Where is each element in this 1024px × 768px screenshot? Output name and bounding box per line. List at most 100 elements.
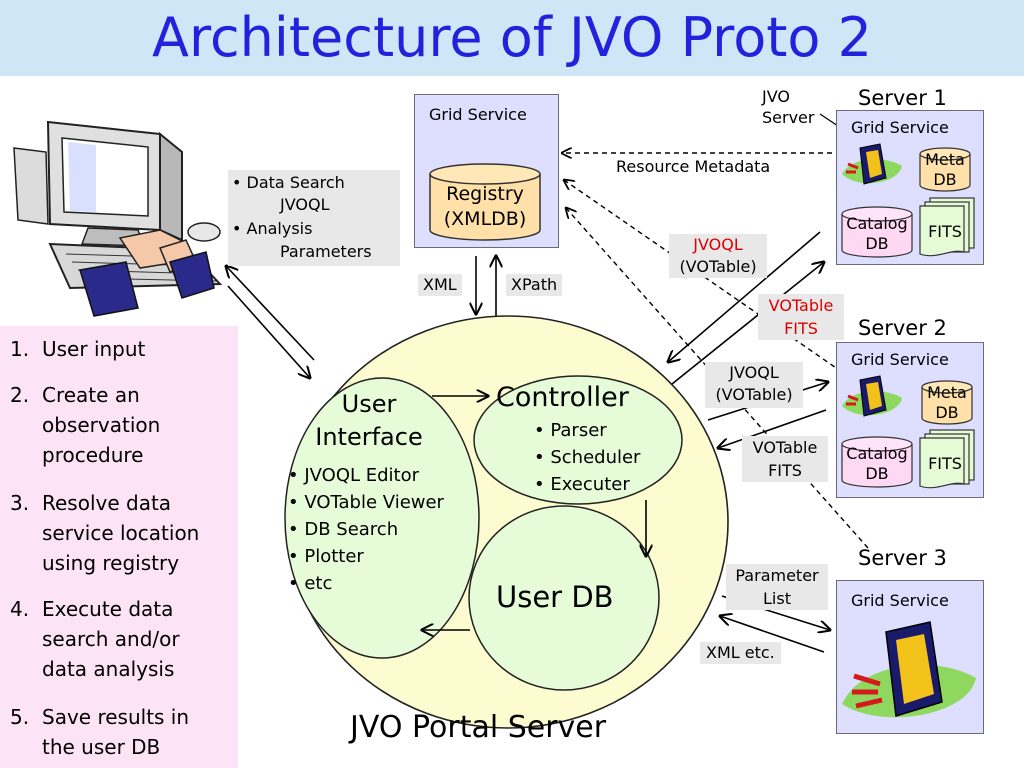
request-box: • Data Search JVOQL • Analysis Parameter… xyxy=(228,170,400,266)
server1-service-header: Grid Service xyxy=(851,118,949,137)
controller-item-executer: • Executer xyxy=(534,474,630,495)
controller-ellipse xyxy=(473,375,683,505)
step-1-number: 1. xyxy=(10,337,30,361)
user-interface-list: • JVOQL Editor • VOTable Viewer • DB Sea… xyxy=(288,462,444,597)
server1-title: Server 1 xyxy=(858,86,947,110)
jvo-server-line-2: Server xyxy=(762,108,815,127)
server1-computer-icon xyxy=(842,143,902,185)
server1-response-arrow xyxy=(668,231,821,362)
server1-request-label: JVOQL (VOTable) xyxy=(669,234,767,278)
server2-meta-line-1: Meta xyxy=(927,383,967,402)
server1-meta-db-label: Meta DB xyxy=(918,150,972,190)
server1-response-label: VOTable FITS xyxy=(758,294,844,340)
server2-computer-icon xyxy=(842,375,902,417)
server1-request-arrow xyxy=(671,262,824,385)
step-2-line-2: observation xyxy=(42,413,161,437)
registry-db-line-1: Registry xyxy=(446,183,524,205)
server1-fits-icon xyxy=(919,197,975,257)
server2-catalog-db-label: Catalog DB xyxy=(840,444,914,484)
server1-fits-label: FITS xyxy=(928,222,962,241)
server2-meta-db-icon xyxy=(921,380,973,425)
portal-to-client-arrow xyxy=(226,266,315,361)
server1-response-line-1: VOTable xyxy=(768,296,834,315)
server2-response-line-1: VOTable xyxy=(752,438,818,457)
server1-catalog-line-1: Catalog xyxy=(846,214,908,233)
server1-catalog-db-label: Catalog DB xyxy=(840,214,914,254)
ui-item-votable-viewer: • VOTable Viewer xyxy=(288,492,444,513)
step-4-line-2: search and/or xyxy=(42,627,180,651)
ui-item-plotter: • Plotter xyxy=(288,546,364,567)
registry-db-line-2: (XMLDB) xyxy=(443,208,527,230)
step-2-line-3: procedure xyxy=(42,443,144,467)
step-2-number: 2. xyxy=(10,383,30,407)
request-item-parameters: Parameters xyxy=(280,242,372,261)
portal-server-label: JVO Portal Server xyxy=(350,710,607,745)
ui-title-line-2: Interface xyxy=(315,423,423,451)
controller-list: • Parser • Scheduler • Executer xyxy=(534,417,640,498)
title-band xyxy=(0,0,1024,76)
server2-fits-label: FITS xyxy=(928,454,962,473)
server2-request-line-2: (VOTable) xyxy=(715,385,793,404)
step-5-number: 5. xyxy=(10,705,30,729)
server3-response-label: XML etc. xyxy=(700,642,781,664)
request-item-analysis: • Analysis xyxy=(232,219,313,238)
step-3-line-2: service location xyxy=(42,521,200,545)
server1-request-line-2: (VOTable) xyxy=(679,257,757,276)
client-to-portal-arrow xyxy=(227,285,310,378)
server1-catalog-line-2: DB xyxy=(865,234,889,253)
server3-title: Server 3 xyxy=(858,546,947,570)
server1-request-line-1: JVOQL xyxy=(693,235,743,254)
server2-request-line-1: JVOQL xyxy=(729,363,779,382)
server3-request-line-1: Parameter xyxy=(735,566,819,585)
user-db-ellipse xyxy=(468,505,660,691)
server2-meta-line-2: DB xyxy=(935,403,959,422)
jvo-server-pointer xyxy=(819,113,839,127)
server3-request-line-2: List xyxy=(763,589,791,608)
server2-response-label: VOTable FITS xyxy=(742,436,828,482)
user-interface-ellipse xyxy=(284,377,480,659)
server2-response-line-2: FITS xyxy=(768,461,802,480)
step-4-number: 4. xyxy=(10,597,30,621)
step-3-line-3: using registry xyxy=(42,551,180,575)
ui-item-etc: • etc xyxy=(288,573,333,594)
server2-catalog-line-2: DB xyxy=(865,464,889,483)
server1-meta-db-icon xyxy=(919,147,971,192)
server1-catalog-db-icon xyxy=(841,206,913,258)
steps-panel: 1. User input 2. Create an observation p… xyxy=(0,326,238,768)
server2-request-label: JVOQL (VOTable) xyxy=(705,362,803,408)
workstation-icon xyxy=(13,120,223,317)
server1-response-line-2: FITS xyxy=(784,319,818,338)
step-4-line-3: data analysis xyxy=(42,657,175,681)
jvo-server-line-1: JVO xyxy=(762,87,790,106)
server2-registry-dashed-arrow xyxy=(564,180,843,373)
server3-response-arrow xyxy=(720,616,825,653)
controller-item-scheduler: • Scheduler xyxy=(534,447,641,468)
server3-request-label: Parameter List xyxy=(726,564,828,610)
server2-catalog-line-1: Catalog xyxy=(846,444,908,463)
request-item-jvoql: JVOQL xyxy=(280,195,330,214)
step-3-line-1: Resolve data xyxy=(42,491,172,515)
step-1-line-1: User input xyxy=(42,337,146,361)
user-interface-title: User Interface xyxy=(296,388,442,454)
registry-db-label: Registry (XMLDB) xyxy=(426,182,544,232)
step-5-line-1: Save results in xyxy=(42,705,190,729)
user-db-title: User DB xyxy=(496,580,614,614)
controller-title: Controller xyxy=(496,382,629,413)
resource-metadata-label: Resource Metadata xyxy=(616,157,771,176)
server3-computer-icon xyxy=(842,621,976,718)
server2-title: Server 2 xyxy=(858,316,947,340)
step-5-line-2: the user DB xyxy=(42,735,161,759)
ui-title-line-1: User xyxy=(341,390,397,418)
server3-service-header: Grid Service xyxy=(851,591,949,610)
xml-label: XML xyxy=(418,274,462,296)
step-4-line-1: Execute data xyxy=(42,597,174,621)
page-title: Architecture of JVO Proto 2 xyxy=(152,6,872,69)
ui-item-jvoql-editor: • JVOQL Editor xyxy=(288,465,420,486)
ui-item-db-search: • DB Search xyxy=(288,519,399,540)
controller-item-parser: • Parser xyxy=(534,420,607,441)
server2-fits-icon xyxy=(919,429,975,489)
server1-meta-line-1: Meta xyxy=(925,150,965,169)
server1-meta-line-2: DB xyxy=(933,170,957,189)
